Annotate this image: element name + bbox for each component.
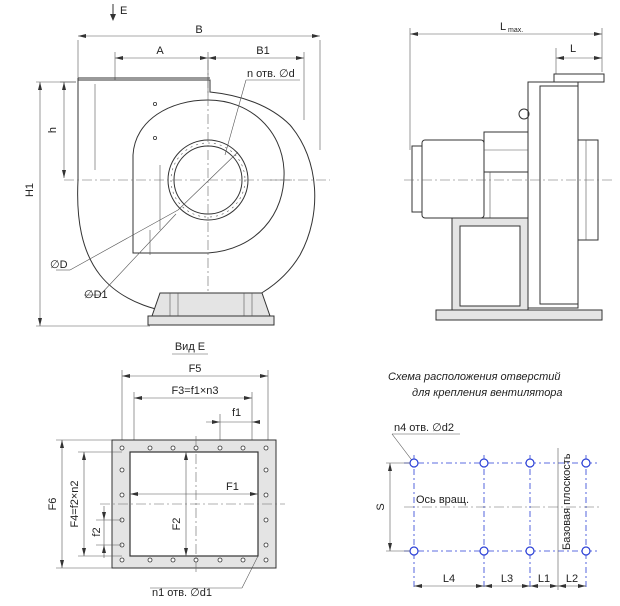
mounting-hole-scheme: Схема расположения отверстий для креплен… [375, 371, 600, 590]
dim-f1-label: f1 [232, 407, 241, 419]
scheme-title-line2: для крепления вентилятора [412, 387, 563, 399]
lifting-eye [518, 108, 530, 120]
flange-holes [119, 445, 269, 563]
holes-d1-label: n1 отв. ∅d1 [152, 587, 212, 599]
holes-d2-label: n4 отв. ∅d2 [394, 422, 454, 434]
dim-s-label: S [375, 503, 387, 510]
holes-d-label: n отв. ∅d [247, 68, 295, 80]
motor-terminal-box [483, 131, 529, 173]
dim-f4-label: F4=f2×n2 [69, 480, 81, 527]
dim-f3-label: F3=f1×n3 [171, 385, 218, 397]
scroll-casing [77, 79, 316, 314]
inlet-flange-side [577, 139, 599, 241]
dim-d1-label: ∅D1 [84, 289, 108, 301]
dim-l3-label: L3 [501, 573, 513, 585]
dim-l-label: L [570, 43, 576, 55]
dim-l2-label: L2 [566, 573, 578, 585]
view-e-title: Вид E [175, 341, 205, 353]
dim-l4-label: L4 [443, 573, 455, 585]
view-arrow-icon [110, 14, 116, 21]
view-e: Вид E F5 F3=f1×n3 f1 [47, 341, 285, 599]
rotation-axis-label: Ось вращ. [416, 494, 469, 506]
dim-b1-label: B1 [256, 45, 269, 57]
dim-f6-label: F6 [47, 498, 59, 511]
dim-f2-label: F2 [171, 518, 183, 531]
dim-d-label: ∅D [50, 259, 68, 271]
dim-h-label: h [47, 127, 59, 133]
side-base-plate [435, 309, 603, 321]
dim-a-label: A [156, 45, 164, 57]
dim-l1-label: L1 [538, 573, 550, 585]
motor-body [421, 139, 485, 219]
outlet-flange [553, 73, 605, 83]
dim-f2-pitch-label: f2 [91, 527, 103, 536]
dim-h1-label: H1 [24, 183, 36, 197]
base-plate [147, 315, 275, 326]
scheme-title-line1: Схема расположения отверстий [388, 371, 560, 383]
dim-b-label: B [195, 24, 202, 36]
dim-lmax-sub: max. [508, 27, 523, 34]
side-view: L max. L [404, 21, 612, 321]
dim-f5-label: F5 [189, 363, 202, 375]
view-e-arrow-label: E [120, 5, 127, 17]
front-view: E B A B1 H1 h [24, 4, 330, 327]
motor-end-cap [411, 145, 423, 213]
dim-f1-width-label: F1 [226, 481, 239, 493]
dim-lmax-label: L [500, 21, 506, 33]
inner-volute [132, 99, 285, 254]
base-plane-label: Базовая плоскость [561, 453, 573, 550]
